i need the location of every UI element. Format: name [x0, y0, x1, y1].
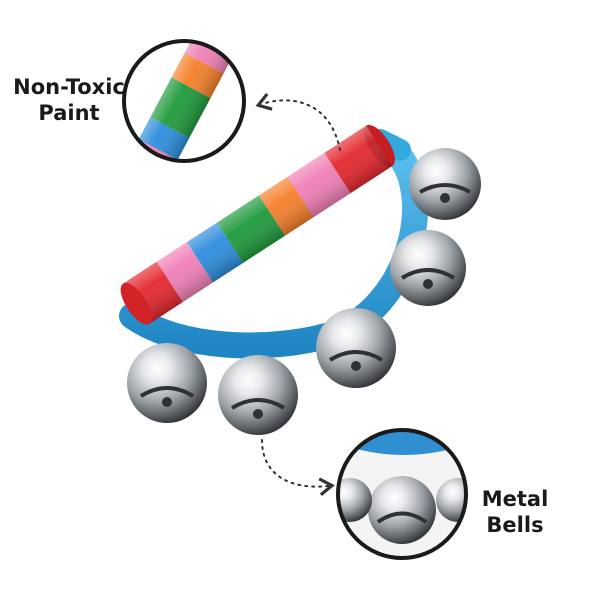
callout-bells-line1: Metal [481, 487, 549, 511]
callout-paint-line1: Non-Toxic [13, 75, 125, 99]
dotted-arrow-icon [261, 439, 335, 497]
bell [390, 230, 466, 306]
callout-label-bells: Metal Bells [470, 486, 560, 538]
bells-closeup-callout [336, 428, 468, 560]
callout-paint-line2: Paint [38, 101, 100, 125]
dotted-arrow-icon [255, 92, 341, 151]
bells [127, 148, 481, 435]
bell [127, 343, 207, 423]
paint-closeup-callout [122, 39, 246, 163]
callout-label-paint: Non-Toxic Paint [10, 74, 128, 126]
bell [218, 355, 298, 435]
callout-bells-line2: Bells [486, 513, 544, 537]
bell [316, 308, 396, 388]
bell [409, 148, 481, 220]
rainbow-handle [120, 124, 395, 325]
